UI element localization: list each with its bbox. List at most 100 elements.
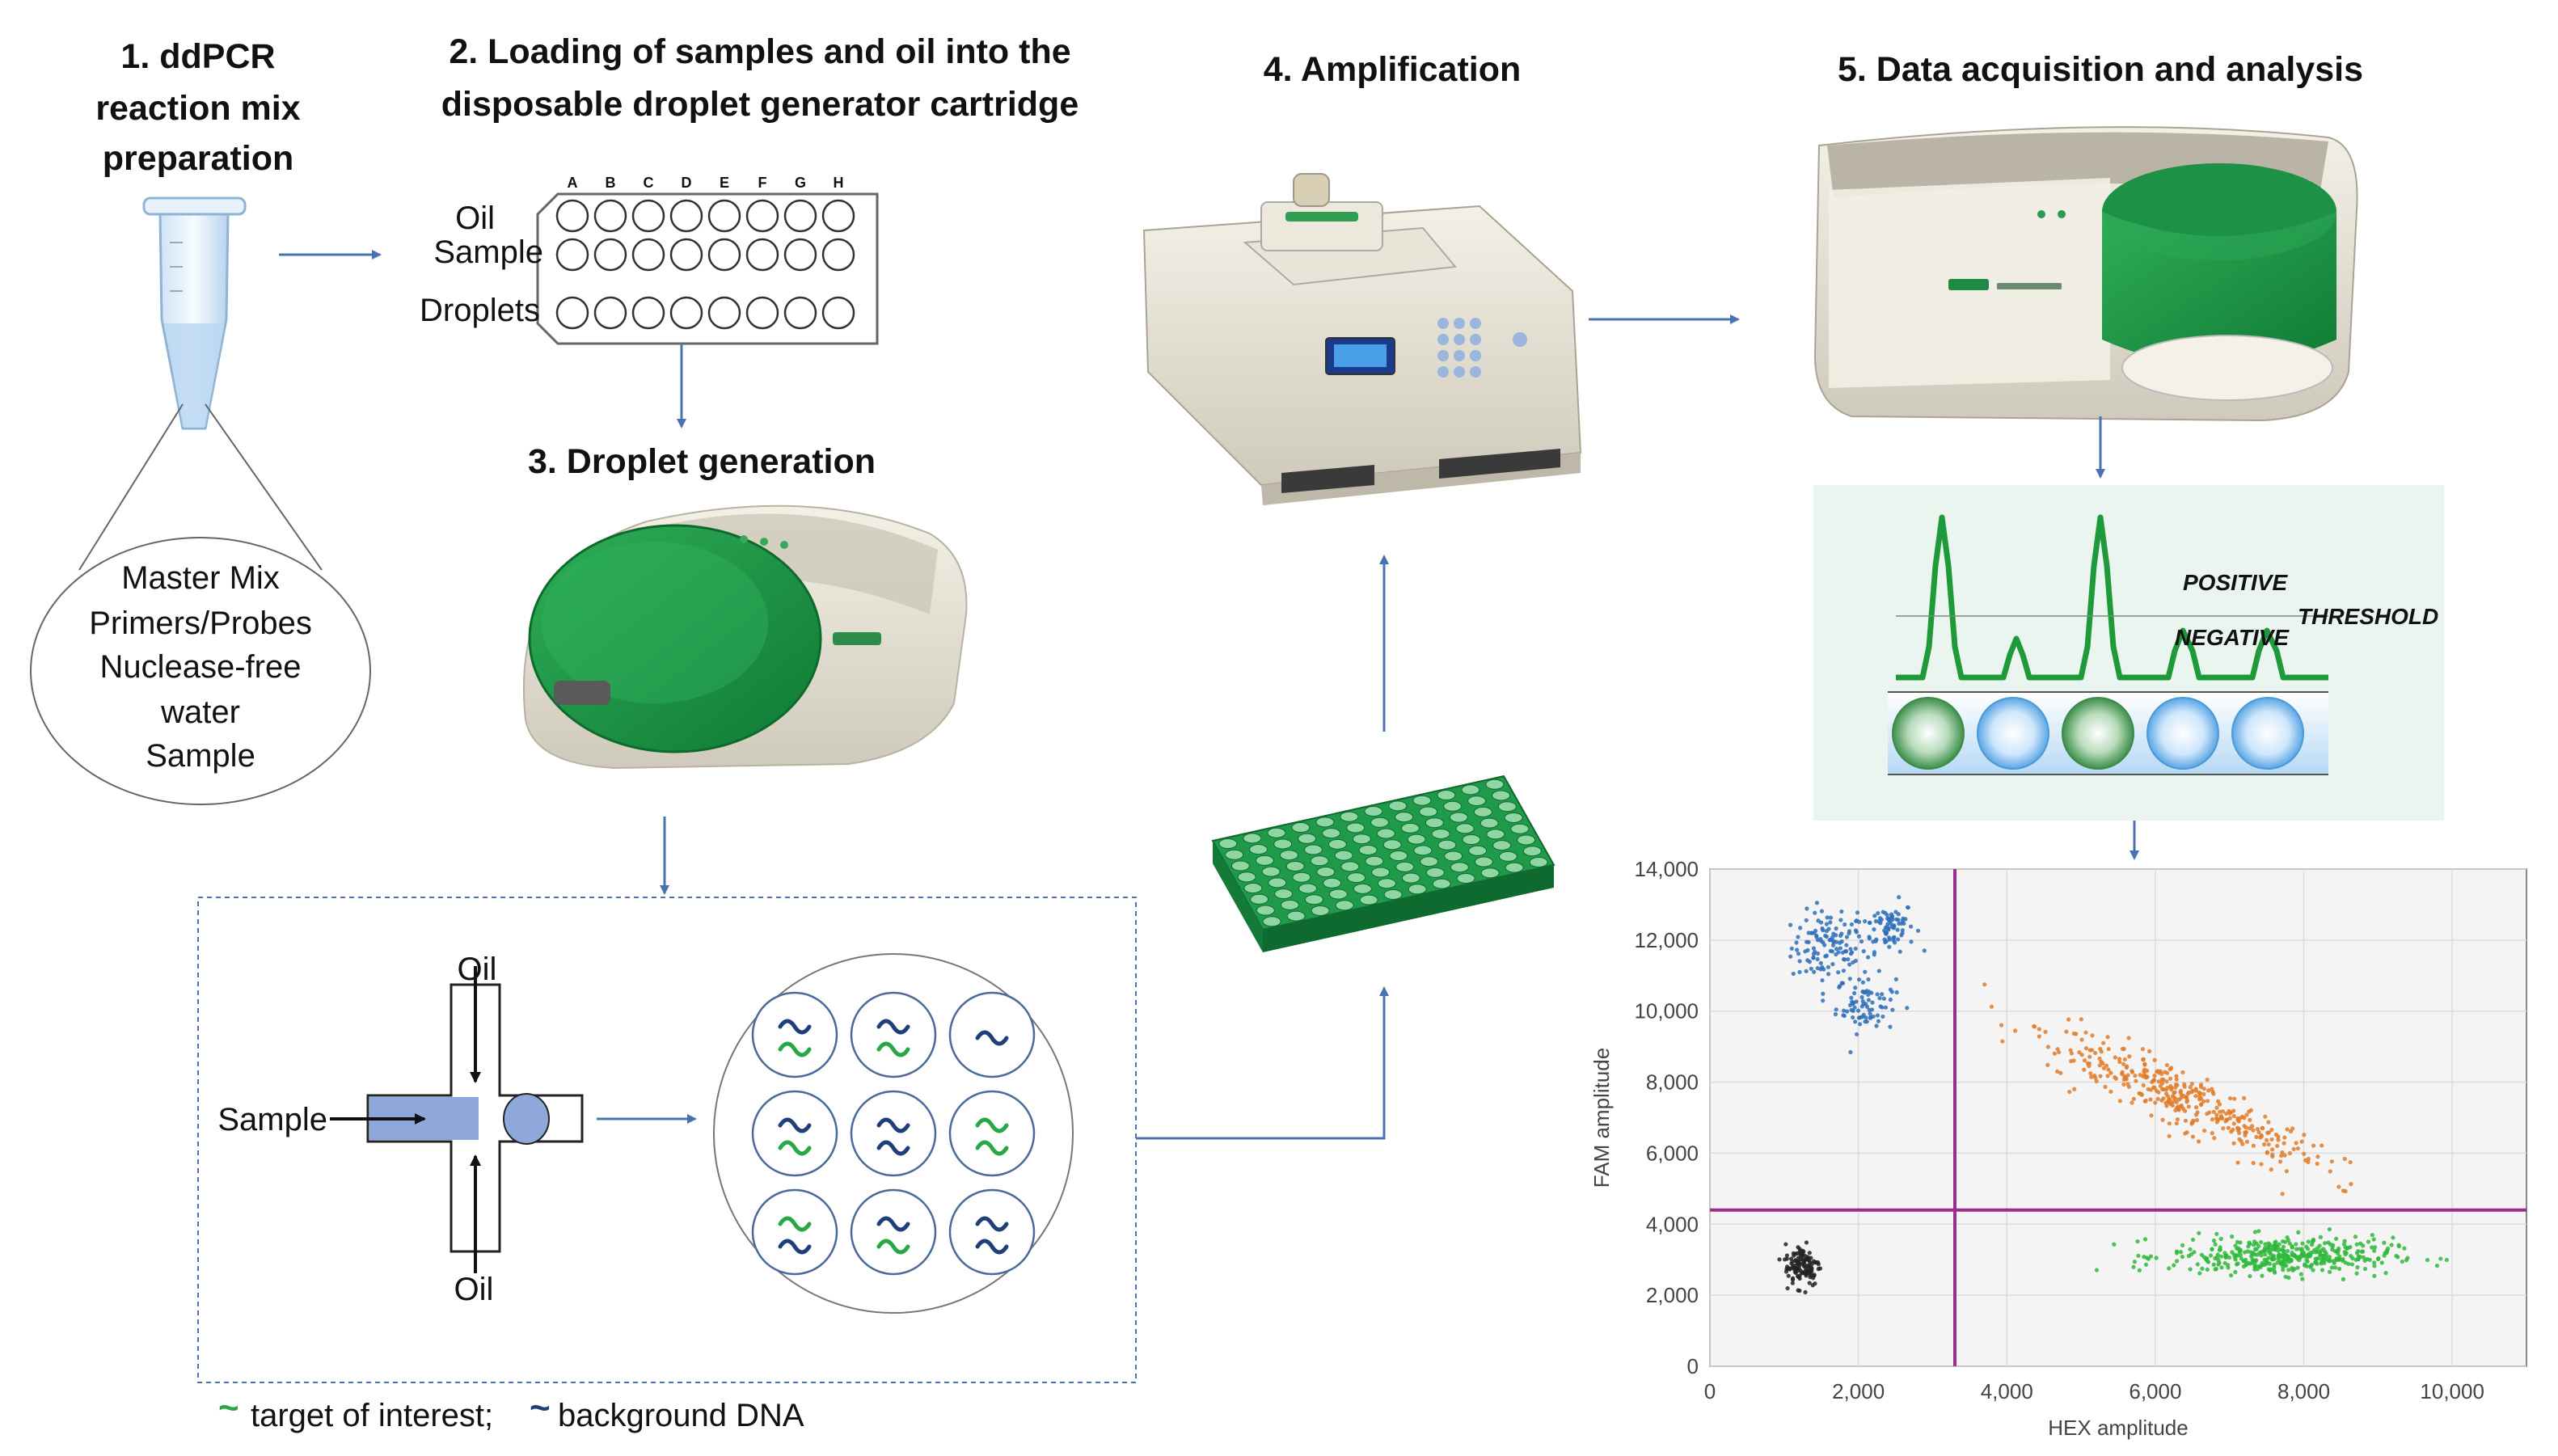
droplet-point xyxy=(2238,1240,2243,1245)
droplet-point xyxy=(1813,1260,1818,1264)
droplet-point xyxy=(2087,1054,2092,1059)
droplet-point xyxy=(2172,1091,2176,1095)
droplet-point xyxy=(2188,1267,2193,1272)
droplet-point xyxy=(2284,1264,2289,1268)
droplet-point xyxy=(1865,955,1871,960)
droplet-point xyxy=(1847,962,1852,967)
keypad-key xyxy=(1470,366,1481,378)
droplet-point xyxy=(1797,959,1802,964)
step1-title-line2: reaction mix xyxy=(95,89,300,128)
plate-well xyxy=(1250,893,1269,905)
plate-well xyxy=(1256,905,1275,916)
droplet-point xyxy=(2311,1238,2316,1243)
droplet-point xyxy=(2285,1248,2290,1254)
droplet-point xyxy=(2348,1159,2353,1165)
droplet-point xyxy=(1804,969,1809,973)
plate-well xyxy=(1328,838,1347,850)
droplet-generator-device xyxy=(522,504,968,770)
plate-well xyxy=(1237,871,1256,883)
cartridge-row-oil: Oil xyxy=(455,200,495,236)
droplet-point xyxy=(2168,1067,2172,1072)
droplet-point xyxy=(1892,924,1897,929)
droplet-point xyxy=(2268,1268,2273,1272)
droplet-point xyxy=(1813,1281,1817,1286)
x-axis-label: HEX amplitude xyxy=(2048,1416,2188,1440)
x-tick-label: 10,000 xyxy=(2420,1379,2484,1403)
droplet-point xyxy=(2068,1059,2074,1064)
droplet-point xyxy=(1868,1011,1872,1016)
background-dna-squiggle xyxy=(876,1140,910,1156)
droplet-point xyxy=(2189,1251,2194,1257)
droplet-point xyxy=(2226,1265,2231,1270)
droplet-point xyxy=(2260,1273,2265,1278)
emulsion-droplets xyxy=(751,991,1036,1276)
droplet-point xyxy=(2152,1074,2157,1078)
plate-well xyxy=(1273,838,1293,850)
droplet-point xyxy=(2349,1262,2355,1267)
droplet-point xyxy=(2125,1064,2130,1069)
droplet-point xyxy=(2205,1099,2210,1104)
droplet-point xyxy=(1785,1285,1790,1291)
droplet-point xyxy=(1915,928,1921,933)
droplet-point xyxy=(2298,1272,2303,1277)
droplet-point xyxy=(2323,1249,2328,1254)
plate-well xyxy=(1292,871,1311,883)
droplet-point xyxy=(1875,1013,1880,1018)
droplet-point xyxy=(2174,1259,2180,1264)
droplet-point xyxy=(2214,1120,2219,1125)
droplet-point xyxy=(2190,1237,2196,1243)
droplet-reader-device xyxy=(1813,126,2358,422)
plate-well xyxy=(1323,877,1342,888)
droplet-point xyxy=(2186,1104,2191,1109)
droplet-point xyxy=(1853,928,1859,933)
droplet-point xyxy=(2167,1133,2172,1138)
droplet-point xyxy=(2170,1103,2175,1108)
droplet-point xyxy=(2082,1058,2087,1063)
droplet-point xyxy=(1876,919,1881,924)
droplet-point xyxy=(2064,1029,2069,1034)
mix-item-master-mix: Master Mix xyxy=(121,560,280,596)
legend-target-symbol: ~ xyxy=(218,1388,239,1428)
droplet-point xyxy=(2155,1096,2160,1101)
droplet-point xyxy=(2286,1254,2290,1260)
droplet-point xyxy=(1856,934,1862,939)
droplet-point xyxy=(1892,935,1897,939)
droplet-point xyxy=(2276,1134,2281,1139)
droplet-point xyxy=(1816,918,1821,923)
droplet-point xyxy=(2126,1036,2131,1040)
droplet-point xyxy=(2314,1256,2320,1261)
droplet-point xyxy=(2341,1242,2346,1247)
droplet-point xyxy=(2072,1087,2077,1091)
y-tick-label: 10,000 xyxy=(1634,999,1699,1023)
plate-well xyxy=(1407,834,1426,845)
droplet-point xyxy=(2146,1087,2151,1091)
droplet-point xyxy=(1799,1254,1804,1260)
droplet-point xyxy=(2295,1265,2300,1270)
droplet-point xyxy=(1878,1004,1883,1009)
droplet-point xyxy=(1777,1257,1782,1262)
droplet-point xyxy=(2213,1256,2218,1261)
droplet-point xyxy=(2174,1074,2179,1078)
droplet-point xyxy=(2328,1258,2332,1263)
plate-well xyxy=(1437,790,1456,801)
keypad-key xyxy=(1454,350,1465,361)
droplet-point xyxy=(1790,1281,1795,1285)
droplet-point xyxy=(1885,931,1889,935)
droplet-point xyxy=(2259,1162,2264,1167)
droplet-point xyxy=(2425,1257,2430,1263)
droplet-point xyxy=(1860,998,1865,1003)
droplet-point xyxy=(2259,1250,2264,1255)
droplet-point xyxy=(1855,910,1860,915)
droplet-point xyxy=(2252,1258,2258,1263)
droplet-point xyxy=(1847,931,1851,936)
droplet-point xyxy=(1789,1261,1794,1266)
droplet-point xyxy=(2229,1129,2234,1134)
plate-well xyxy=(1461,784,1480,796)
droplet-point xyxy=(1783,1242,1788,1247)
droplet-point xyxy=(1855,1008,1861,1013)
droplet-point xyxy=(2278,1254,2284,1259)
cartridge-column-label: B xyxy=(606,175,616,191)
droplet-point xyxy=(2342,1250,2347,1255)
droplet-point xyxy=(2297,1258,2302,1263)
